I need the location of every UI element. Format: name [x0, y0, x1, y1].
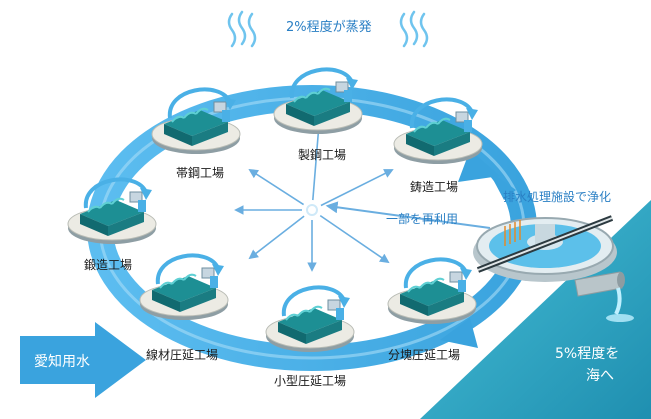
- evaporation-label: 2%程度が蒸発: [286, 20, 372, 35]
- water-cycle-arrow-icon: [281, 285, 346, 317]
- reuse-arrow: [248, 168, 305, 206]
- treatment-tank-icon: [473, 215, 617, 282]
- factory-building-icon: [387, 257, 477, 324]
- water-cycle-arrow-icon: [83, 177, 148, 209]
- hub-point: [306, 204, 318, 216]
- factory-label-bunkai: 分塊圧延工場: [388, 348, 461, 362]
- factory-building-icon: [151, 87, 241, 154]
- treatment-flow: [488, 170, 516, 200]
- factory-label-obikou: 帯鋼工場: [176, 166, 225, 180]
- pipe-outlet-icon: [574, 271, 634, 322]
- reuse-arrow: [319, 214, 390, 264]
- source-label: 愛知用水: [34, 354, 90, 370]
- factory-label-chuzou: 鋳造工場: [410, 180, 459, 194]
- factory-label-kogata: 小型圧延工場: [274, 374, 347, 388]
- sea-label-line2: 海へ: [586, 368, 614, 384]
- factory-building-icon: [393, 97, 483, 164]
- water-cycle-arrow-icon: [289, 67, 354, 99]
- water-cycle-arrow-icon: [167, 87, 232, 119]
- sea-label-line1: 5%程度を: [555, 346, 620, 362]
- reuse-arrow: [320, 169, 394, 207]
- factory-building-icon: [265, 285, 355, 352]
- water-cycle-arrow-icon: [403, 257, 468, 289]
- factory-building-icon: [273, 67, 363, 134]
- source-inflow-arrow: [20, 322, 146, 398]
- water-cycle-arrow-icon: [155, 253, 220, 285]
- reuse-label: 一部を再利用: [386, 212, 459, 226]
- ring-arrow-icon: [440, 318, 478, 348]
- reuse-arrow: [248, 215, 305, 260]
- steam-icon: [227, 10, 429, 48]
- treatment-label: 排水処理施設で浄化: [503, 190, 612, 204]
- factory-label-tanzou: 鍛造工場: [84, 258, 133, 272]
- factory-label-senzai: 線材圧延工場: [146, 348, 219, 362]
- factory-building-icon: [139, 253, 229, 320]
- factory-building-icon: [67, 177, 157, 244]
- reuse-distribution-arrows: [234, 110, 394, 272]
- factory-label-seikou: 製鋼工場: [298, 148, 347, 162]
- water-cycle-arrow-icon: [409, 97, 474, 129]
- reuse-return-arrow: [325, 201, 491, 229]
